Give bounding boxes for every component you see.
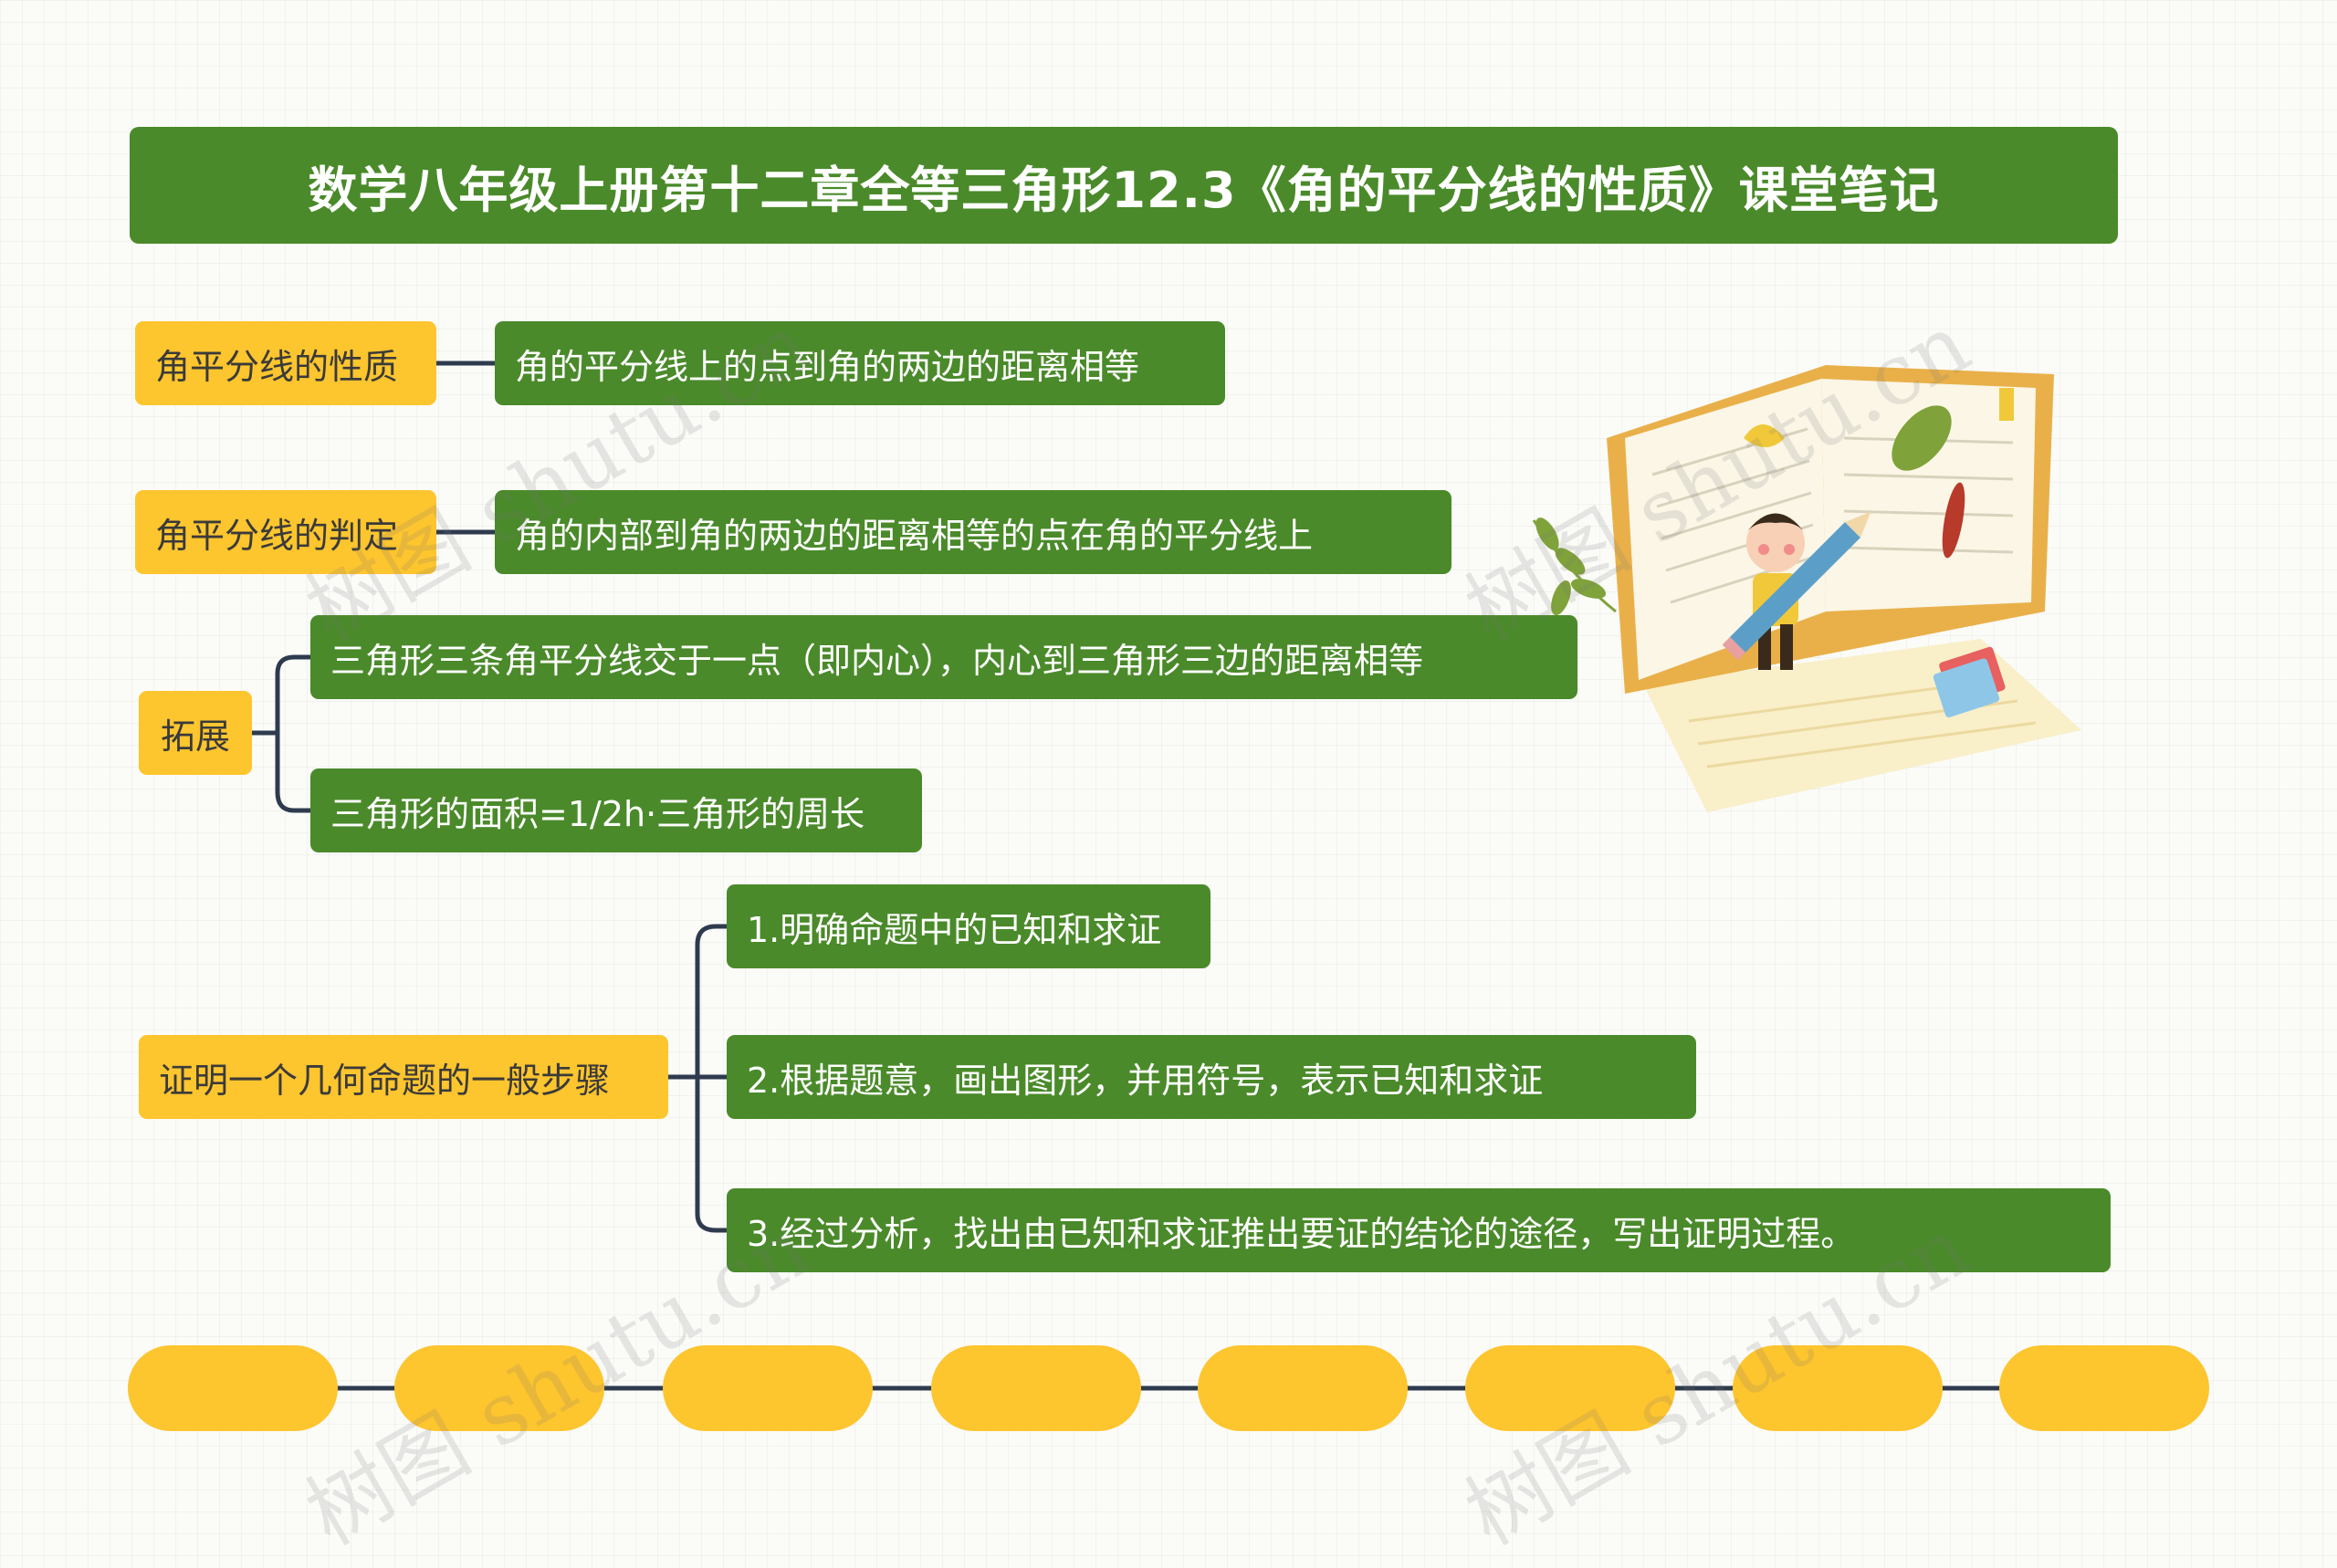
leaf-node[interactable]: 1.明确命题中的已知和求证	[727, 884, 1210, 968]
leaf-node[interactable]: 2.根据题意，画出图形，并用符号，表示已知和求证	[727, 1035, 1696, 1119]
page-title: 数学八年级上册第十二章全等三角形12.3《角的平分线的性质》课堂笔记	[130, 127, 2118, 244]
category-angle-bisector-criterion[interactable]: 角平分线的判定	[135, 490, 436, 574]
category-extension[interactable]: 拓展	[139, 691, 252, 775]
leaf-node[interactable]: 3.经过分析，找出由已知和求证推出要证的结论的途径，写出证明过程。	[727, 1188, 2111, 1272]
category-angle-bisector-property[interactable]: 角平分线的性质	[135, 321, 436, 405]
decorative-pill	[1198, 1345, 1408, 1431]
decorative-pill	[394, 1345, 604, 1431]
decorative-pill	[663, 1345, 873, 1431]
leaf-node[interactable]: 角的平分线上的点到角的两边的距离相等	[495, 321, 1225, 405]
category-proof-steps[interactable]: 证明一个几何命题的一般步骤	[139, 1035, 668, 1119]
leaf-node[interactable]: 三角形三条角平分线交于一点（即内心），内心到三角形三边的距离相等	[310, 615, 1577, 699]
leaf-node[interactable]: 角的内部到角的两边的距离相等的点在角的平分线上	[495, 490, 1451, 574]
decorative-pill	[1999, 1345, 2209, 1431]
decorative-pill	[931, 1345, 1141, 1431]
decorative-pill	[1733, 1345, 1943, 1431]
leaf-node[interactable]: 三角形的面积=1/2h·三角形的周长	[310, 768, 922, 852]
open-book-with-child-and-pencil-icon	[1532, 365, 2081, 812]
decorative-pill	[128, 1345, 338, 1431]
decorative-pill	[1465, 1345, 1675, 1431]
